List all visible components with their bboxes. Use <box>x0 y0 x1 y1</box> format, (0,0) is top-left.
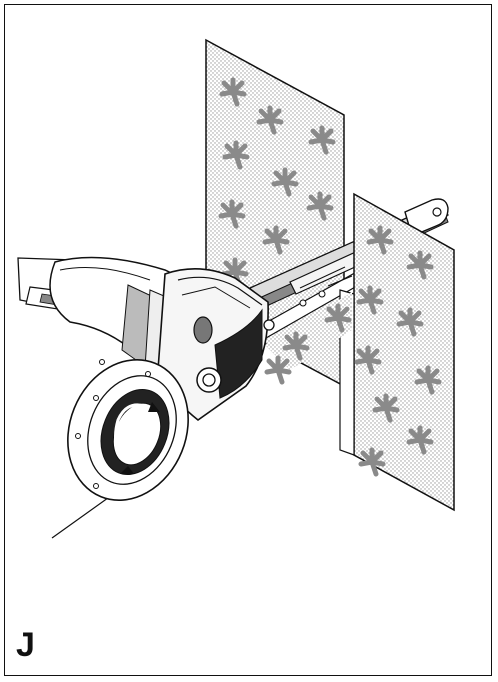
measuring-tool <box>49 256 275 421</box>
end-bracket <box>404 198 449 237</box>
panel-label: J <box>16 626 35 664</box>
lock-button <box>193 316 213 344</box>
rotary-dial <box>67 358 189 502</box>
front-panel <box>339 192 455 512</box>
